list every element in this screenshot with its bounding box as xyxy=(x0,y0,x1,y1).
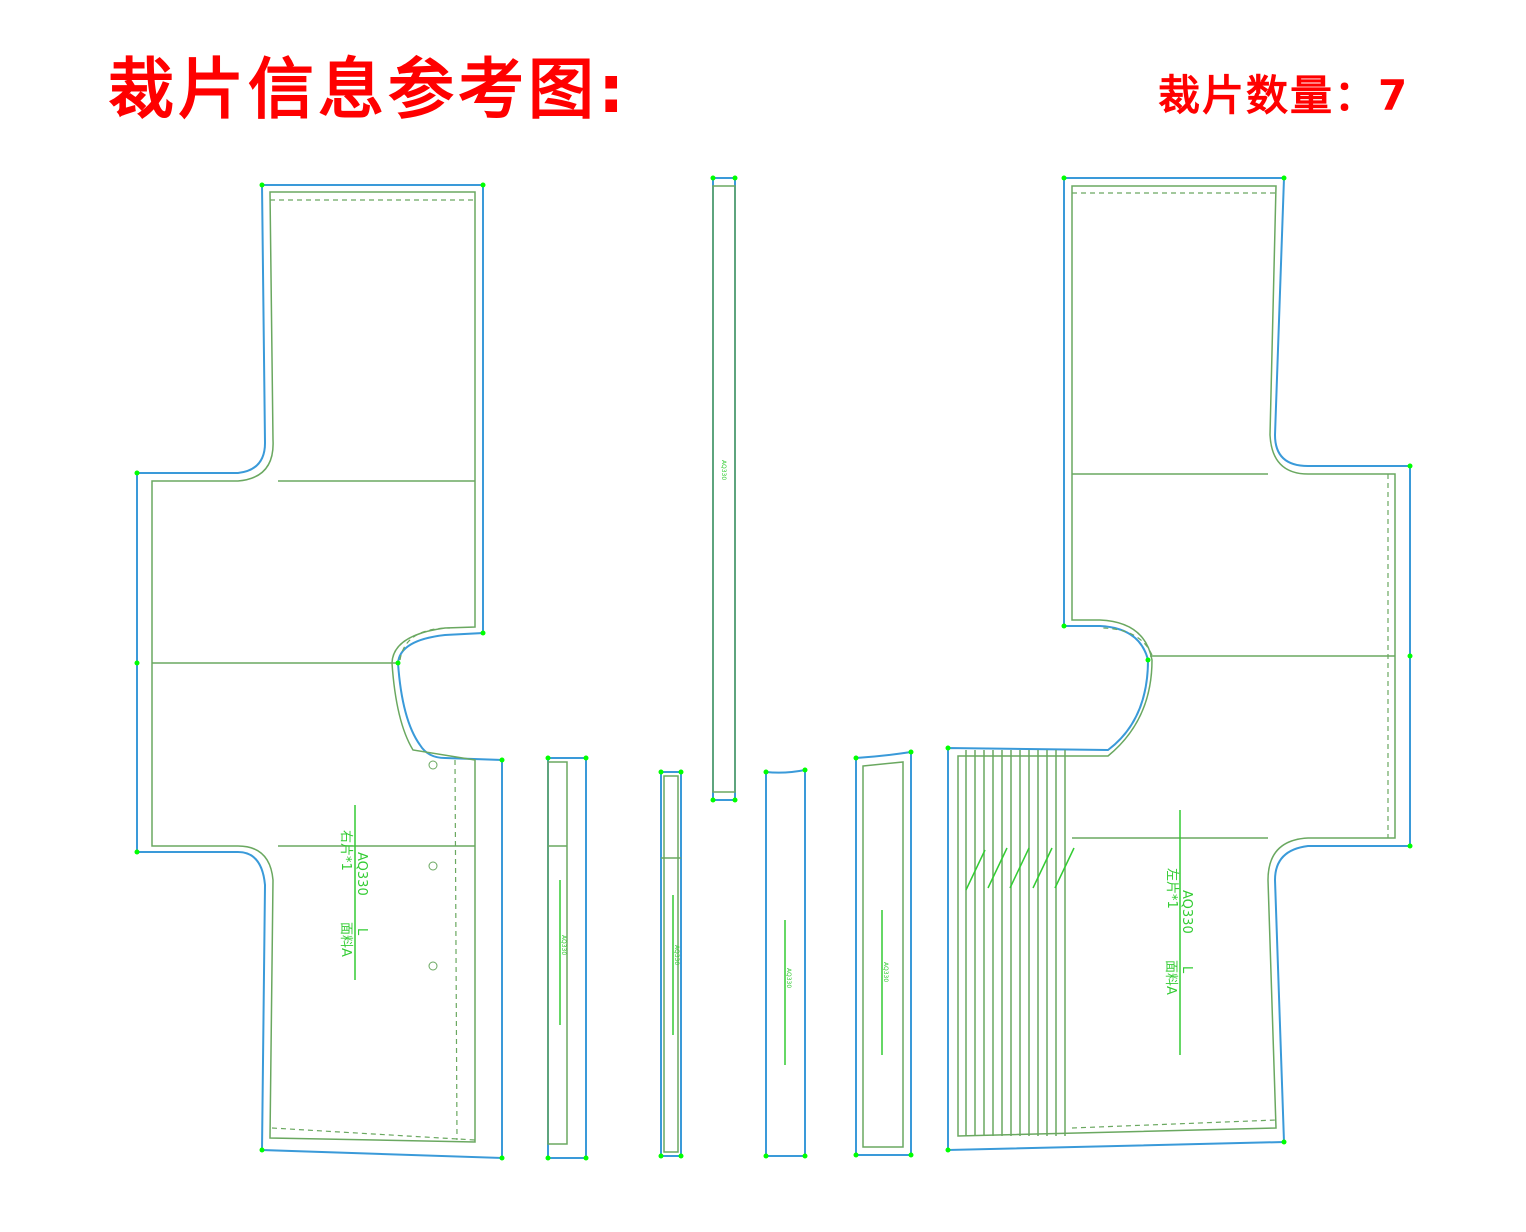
pleat-lines xyxy=(965,750,1075,1136)
svg-text:AQ330: AQ330 xyxy=(720,460,727,480)
pattern-piece-collar-strip: AQ330 xyxy=(712,177,736,801)
piece-count: 裁片数量：7 xyxy=(1158,71,1410,120)
page-title: 裁片信息参考图: xyxy=(108,51,629,128)
pattern-piece-right-front: 右片*1 AQ330 L 面料A xyxy=(136,184,503,1160)
piece-name: 右片*1 xyxy=(338,830,353,871)
svg-text:AQ330: AQ330 xyxy=(560,935,567,955)
size-label: L xyxy=(354,928,369,936)
button-mark-icon xyxy=(428,760,438,770)
pattern-piece-facing-strip: AQ330 xyxy=(765,768,806,1157)
style-code: AQ330 xyxy=(354,852,369,896)
piece-name: 左片*1 xyxy=(1164,868,1179,909)
vertex-points xyxy=(134,175,1413,1161)
svg-text:AQ330: AQ330 xyxy=(882,962,889,982)
button-mark-icon xyxy=(428,861,438,871)
pattern-piece-left-front: 左片*1 AQ330 L 面料A xyxy=(947,177,1411,1152)
pattern-piece-placket-strip: AQ330 xyxy=(547,757,587,1159)
fabric-label: 面料A xyxy=(338,922,353,957)
size-label: L xyxy=(1179,966,1194,974)
svg-text:AQ330: AQ330 xyxy=(785,968,792,988)
style-code: AQ330 xyxy=(1179,890,1194,934)
fabric-label: 面料A xyxy=(1163,960,1178,995)
svg-text:AQ330: AQ330 xyxy=(673,945,680,965)
pattern-piece-cuff-strip: AQ330 xyxy=(855,750,912,1156)
pattern-piece-band-strip: AQ330 xyxy=(660,771,682,1157)
button-mark-icon xyxy=(428,961,438,971)
